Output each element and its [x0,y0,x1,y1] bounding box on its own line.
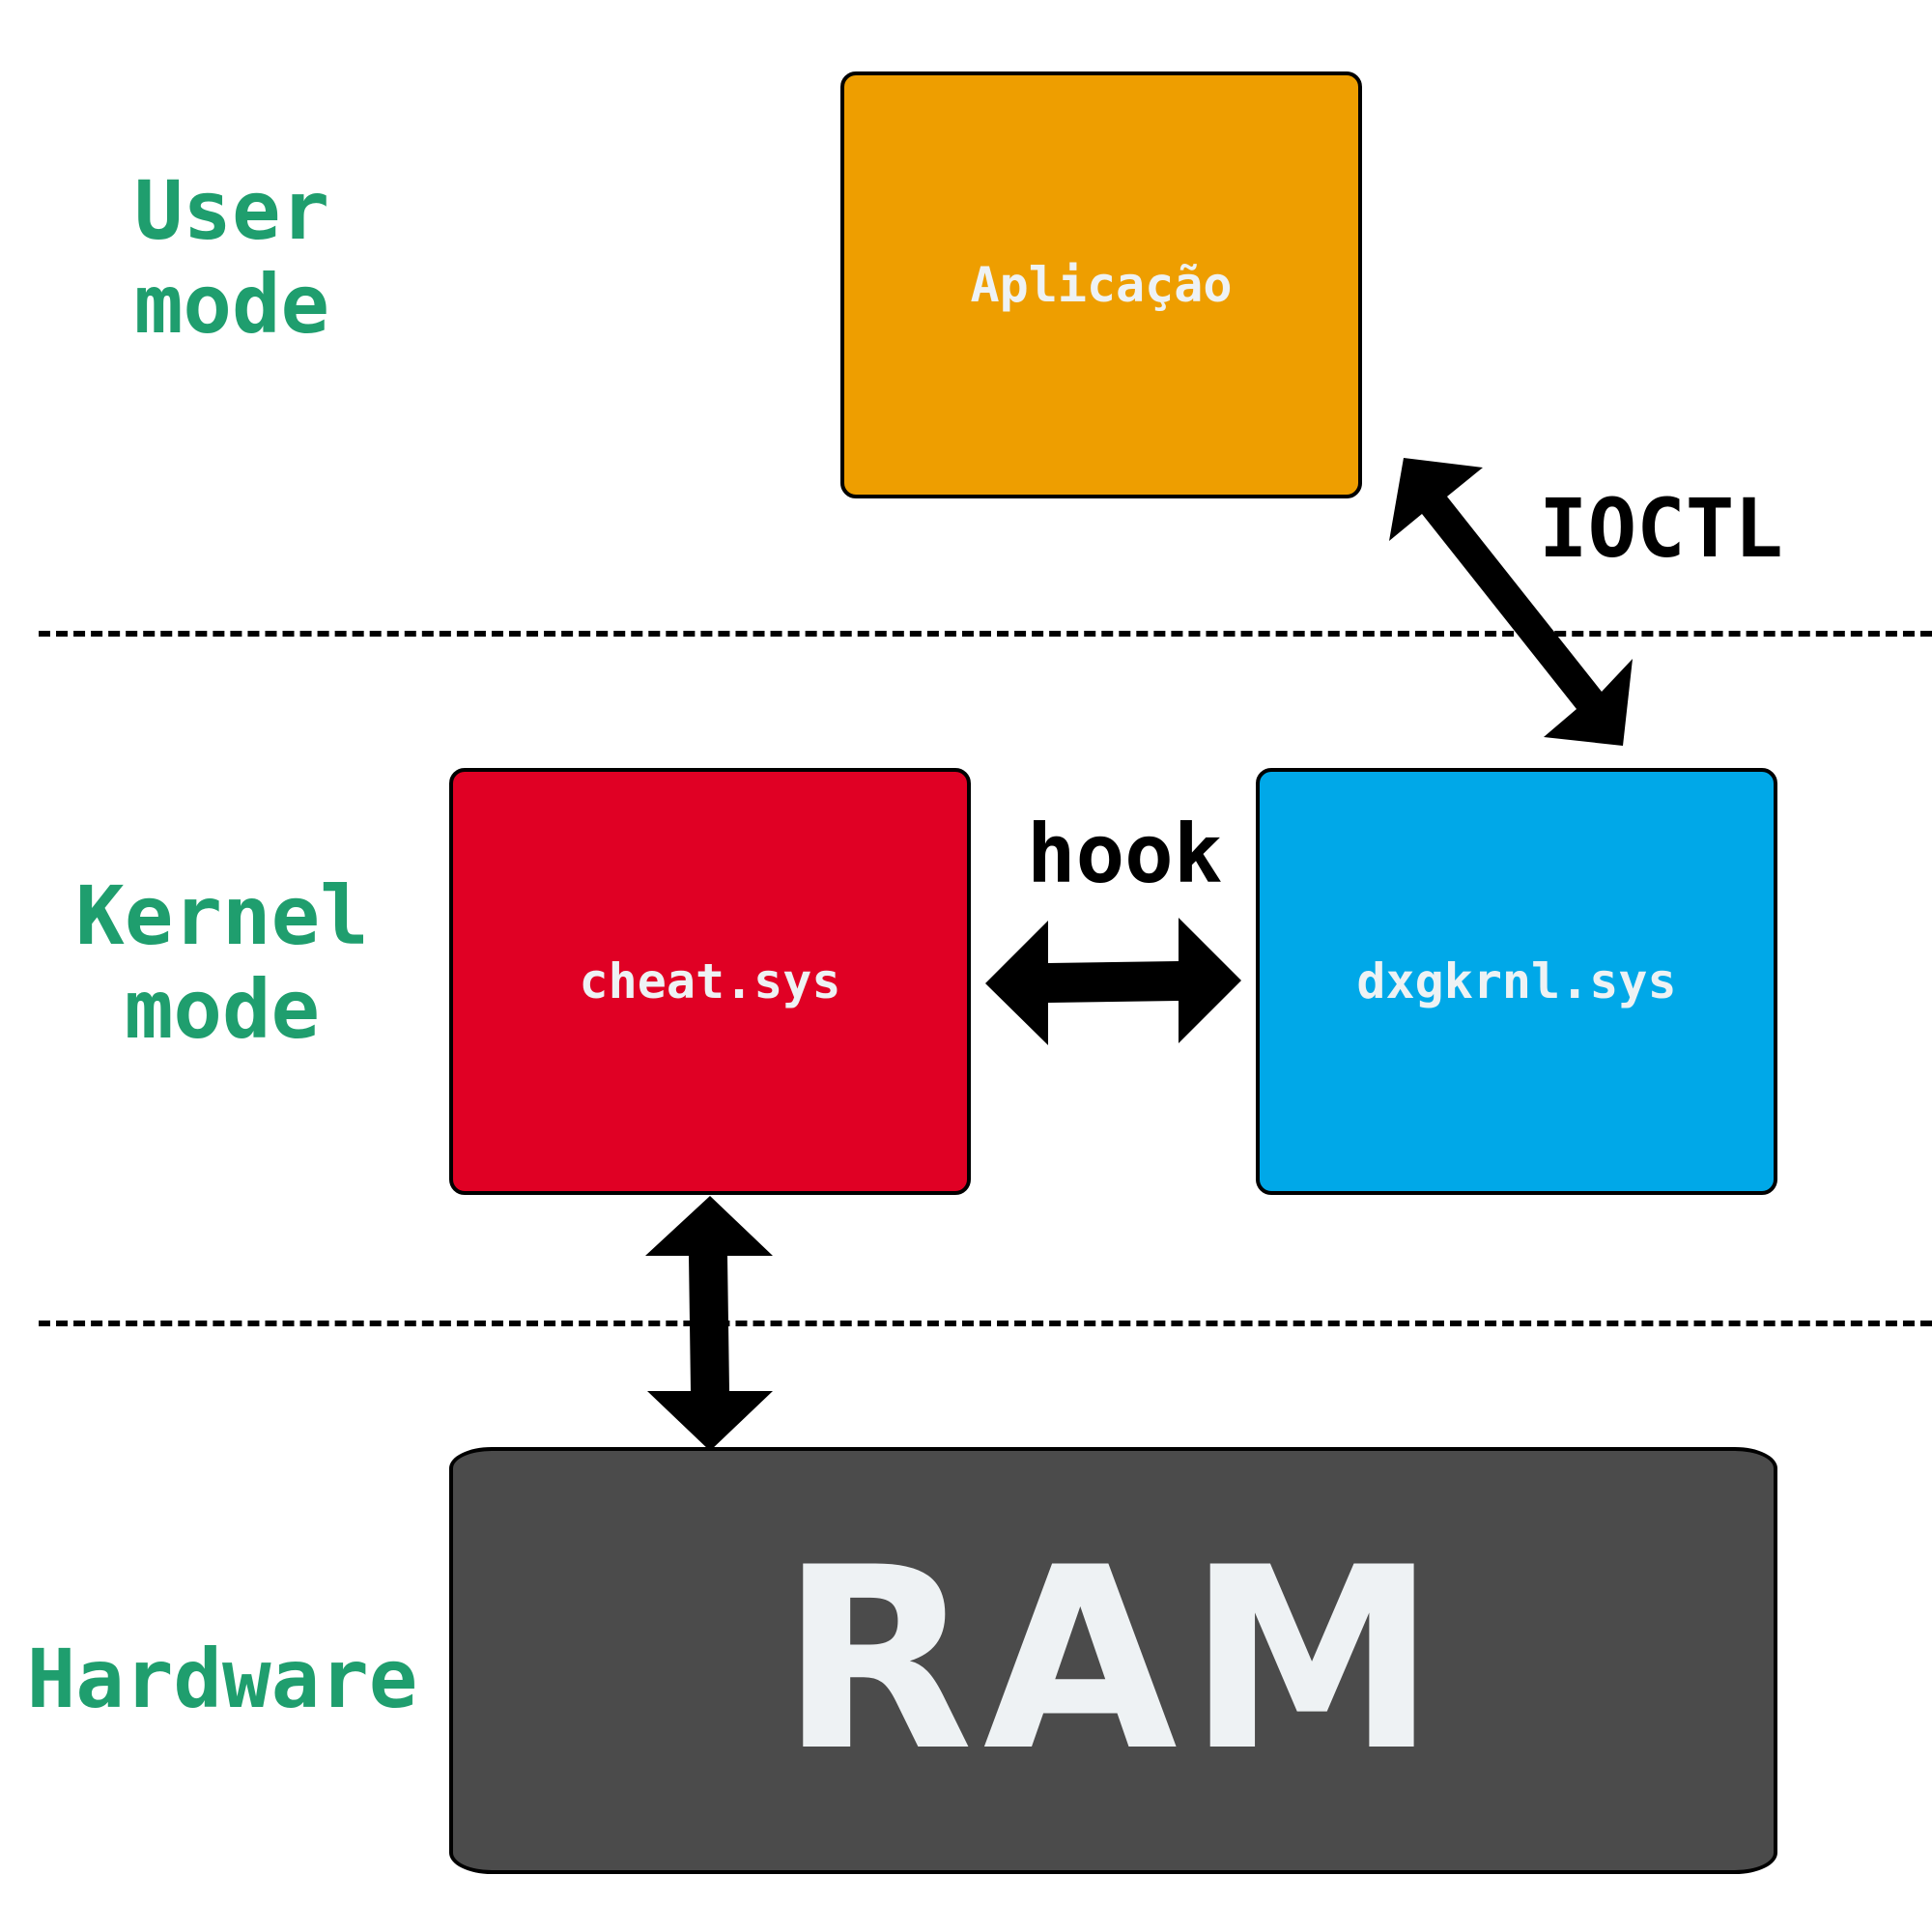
node-cheat-sys-label: cheat.sys [579,953,841,1009]
node-ram: RAM [449,1447,1777,1874]
node-dxgkrnl-sys: dxgkrnl.sys [1256,768,1777,1195]
edge-label-hook: hook [1027,807,1223,901]
edge-label-ioctl: IOCTL [1539,481,1783,576]
layer-label-hardware: Hardware [26,1632,418,1726]
node-aplicacao: Aplicação [840,71,1362,498]
memory-double-arrow [645,1196,773,1451]
layer-label-kernel-mode: Kernel mode [75,868,369,1057]
node-dxgkrnl-sys-label: dxgkrnl.sys [1356,953,1677,1009]
node-aplicacao-label: Aplicação [970,257,1233,313]
node-ram-label: RAM [780,1515,1447,1806]
hook-double-arrow [985,918,1241,1045]
node-cheat-sys: cheat.sys [449,768,971,1195]
layer-label-user-mode: User mode [133,163,330,352]
divider-user-kernel [39,631,1932,637]
ioctl-double-arrow [1389,458,1633,746]
divider-kernel-hardware [39,1321,1932,1326]
